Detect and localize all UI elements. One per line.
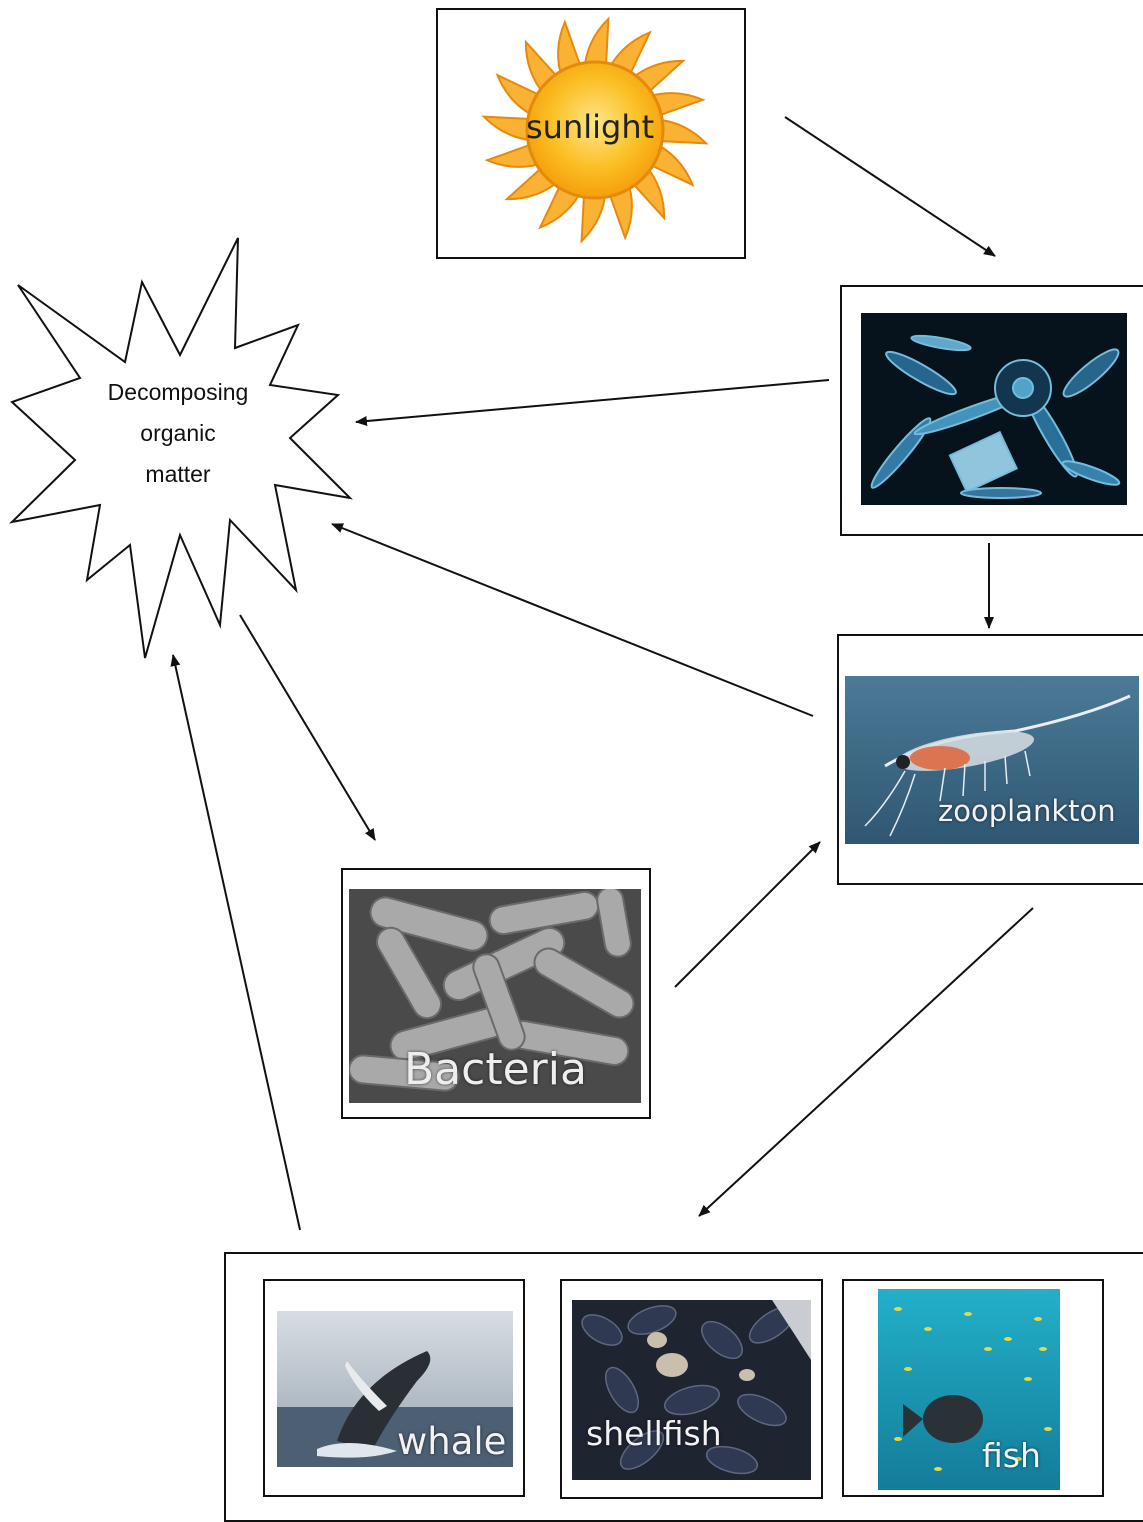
arrow-zooplankton-to-consumers: [698, 907, 1034, 1217]
phytoplankton-image: [861, 313, 1127, 505]
arrow-bacteria-to-zooplankton: [674, 841, 821, 988]
bacteria-label: Bacteria: [404, 1044, 587, 1095]
sunlight-label: sunlight: [526, 108, 655, 146]
arrow-sunlight-to-phytoplankton: [784, 116, 996, 257]
decomposing-label: Decomposing organic matter: [78, 372, 278, 495]
zooplankton-image: [845, 676, 1139, 844]
bacteria-image: [349, 889, 641, 1103]
decomposing-line-2: organic: [140, 420, 216, 446]
arrow-consumers-to-decomposing: [170, 654, 301, 1231]
arrow-phytoplankton-to-decomposing: [355, 379, 830, 427]
zooplankton-label: zooplankton: [938, 794, 1116, 828]
arrow-zooplankton-to-decomposing: [331, 523, 814, 717]
whale-image: [277, 1311, 513, 1467]
fish-image: [878, 1289, 1060, 1490]
shellfish-image: [572, 1300, 811, 1480]
whale-label: whale: [397, 1420, 507, 1463]
decomposing-line-3: matter: [145, 461, 211, 487]
sun-icon: [481, 16, 709, 244]
decomposing-line-1: Decomposing: [107, 379, 249, 405]
fish-label: fish: [982, 1436, 1041, 1475]
shellfish-label: shellfish: [586, 1414, 722, 1453]
decomposing-starburst: [8, 237, 353, 659]
